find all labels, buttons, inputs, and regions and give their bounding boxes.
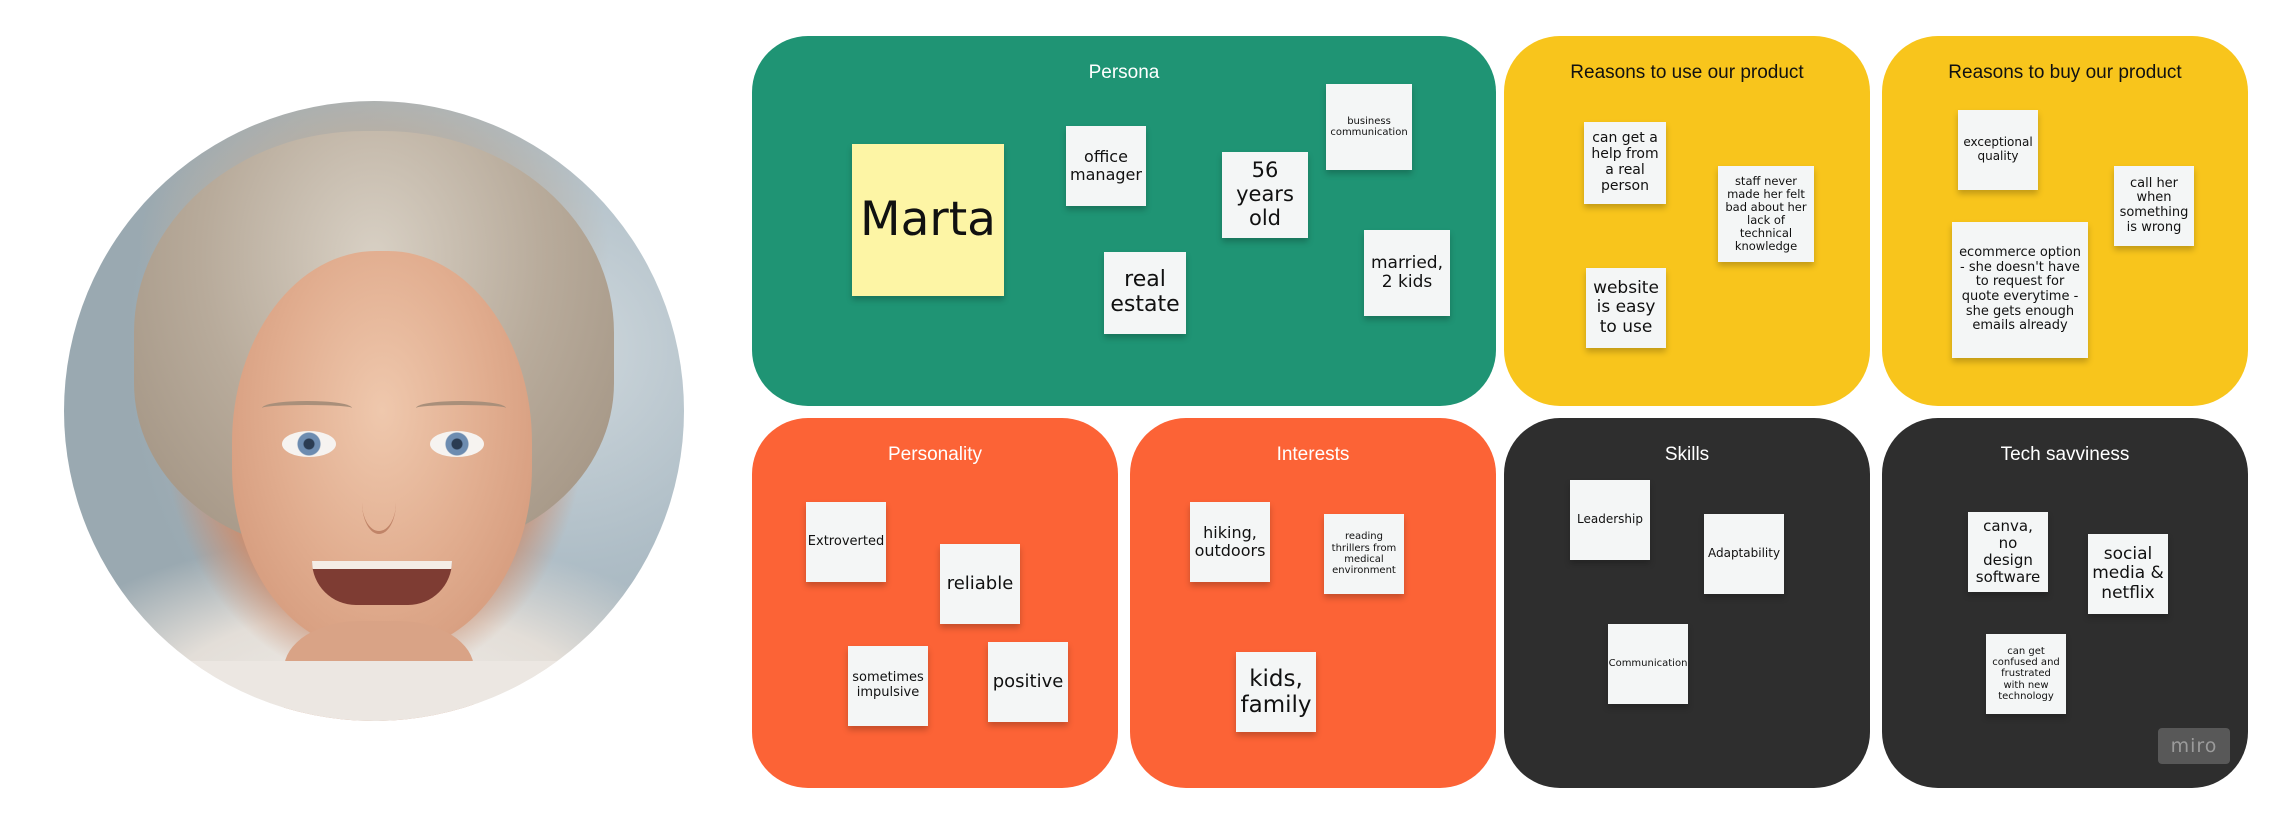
tech-savviness-title: Tech savviness xyxy=(2000,444,2130,465)
sticky-note[interactable]: married, 2 kids xyxy=(1364,230,1450,316)
sticky-note[interactable]: kids, family xyxy=(1236,652,1316,732)
sticky-note[interactable]: can get a help from a real person xyxy=(1584,122,1666,204)
sticky-note[interactable]: sometimes impulsive xyxy=(848,646,928,726)
sticky-note[interactable]: Leadership xyxy=(1570,480,1650,560)
tech-savviness-panel: Tech savviness canva, no design software… xyxy=(1882,418,2248,788)
sticky-note[interactable]: real estate xyxy=(1104,252,1186,334)
personality-title: Personality xyxy=(888,444,982,465)
miro-watermark: miro xyxy=(2158,728,2230,764)
reasons-to-buy-panel: Reasons to buy our product exceptional q… xyxy=(1882,36,2248,406)
sticky-note[interactable]: reading thrillers from medical environme… xyxy=(1324,514,1404,594)
sticky-note[interactable]: social media & netflix xyxy=(2088,534,2168,614)
sticky-note[interactable]: ecommerce option - she doesn't have to r… xyxy=(1952,222,2088,358)
interests-title: Interests xyxy=(1276,444,1350,465)
skills-panel: Skills Leadership Adaptability Communica… xyxy=(1504,418,1870,788)
persona-panel-title: Persona xyxy=(1088,62,1160,83)
sticky-note[interactable]: call her when something is wrong xyxy=(2114,166,2194,246)
sticky-note[interactable]: website is easy to use xyxy=(1586,268,1666,348)
sticky-note[interactable]: Adaptability xyxy=(1704,514,1784,594)
sticky-note[interactable]: hiking, outdoors xyxy=(1190,502,1270,582)
sticky-note[interactable]: staff never made her felt bad about her … xyxy=(1718,166,1814,262)
sticky-note[interactable]: exceptional quality xyxy=(1958,110,2038,190)
reasons-to-use-title: Reasons to use our product xyxy=(1570,62,1804,83)
sticky-note[interactable]: positive xyxy=(988,642,1068,722)
persona-name-note[interactable]: Marta xyxy=(852,144,1004,296)
interests-panel: Interests hiking, outdoors reading thril… xyxy=(1130,418,1496,788)
persona-panel: Persona Marta office manager 56 years ol… xyxy=(752,36,1496,406)
reasons-to-buy-title: Reasons to buy our product xyxy=(1948,62,2182,83)
sticky-note[interactable]: reliable xyxy=(940,544,1020,624)
sticky-note[interactable]: Communication xyxy=(1608,624,1688,704)
persona-portrait-photo xyxy=(64,101,684,721)
sticky-note[interactable]: 56 years old xyxy=(1222,152,1308,238)
sticky-note[interactable]: Extroverted xyxy=(806,502,886,582)
personality-panel: Personality Extroverted reliable sometim… xyxy=(752,418,1118,788)
sticky-note[interactable]: canva, no design software xyxy=(1968,512,2048,592)
sticky-note[interactable]: office manager xyxy=(1066,126,1146,206)
reasons-to-use-panel: Reasons to use our product can get a hel… xyxy=(1504,36,1870,406)
skills-title: Skills xyxy=(1664,444,1710,465)
sticky-note[interactable]: business communication xyxy=(1326,84,1412,170)
sticky-note[interactable]: can get confused and frustrated with new… xyxy=(1986,634,2066,714)
